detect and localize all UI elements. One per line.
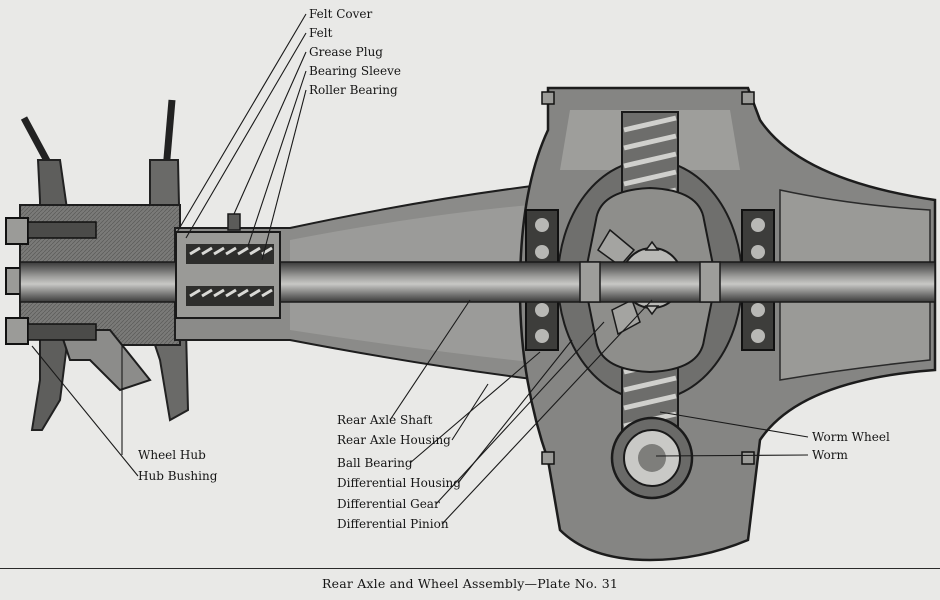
wheel-hub [5, 204, 181, 392]
differential-pinion [597, 228, 641, 336]
label-hub-bushing: Hub Bushing [138, 469, 218, 483]
label-wheel-hub: Wheel Hub [138, 448, 206, 462]
label-bearing-sleeve: Bearing Sleeve [309, 64, 402, 78]
label-rear-axle-shaft: Rear Axle Shaft [337, 413, 433, 427]
leader-lines [31, 13, 809, 525]
label-roller-bearing: Roller Bearing [309, 83, 398, 97]
label-felt: Felt [309, 26, 333, 40]
label-worm-wheel: Worm Wheel [812, 430, 890, 444]
label-grease-plug: Grease Plug [309, 45, 383, 59]
label-differential-pinion: Differential Pinion [337, 517, 449, 531]
label-worm: Worm [812, 448, 848, 462]
label-differential-housing: Differential Housing [337, 476, 461, 490]
rear-axle-shaft [19, 261, 936, 303]
worm [610, 416, 694, 500]
label-ball-bearing: Ball Bearing [337, 456, 413, 470]
differential-case-housing [518, 86, 937, 562]
roller-bearing [175, 213, 281, 319]
figure-caption: Rear Axle and Wheel Assembly—Plate No. 3… [321, 576, 619, 591]
label-rear-axle-housing: Rear Axle Housing [337, 433, 451, 447]
label-differential-gear: Differential Gear [337, 497, 440, 511]
label-felt-cover: Felt Cover [309, 7, 373, 21]
caption-divider [0, 568, 940, 569]
